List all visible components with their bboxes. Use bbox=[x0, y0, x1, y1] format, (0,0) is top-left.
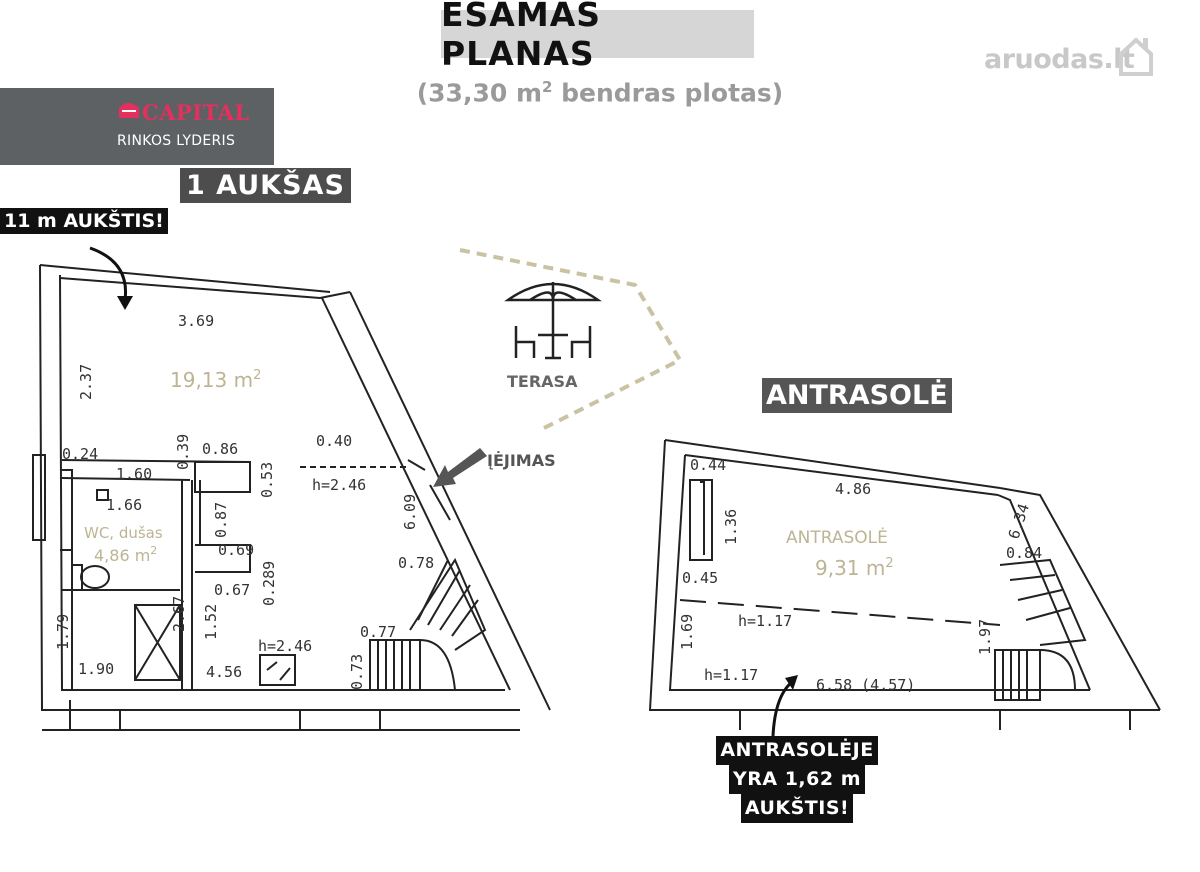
dim-label: 1.69 bbox=[678, 614, 696, 650]
dim-label: 6.58 (4.57) bbox=[816, 676, 915, 694]
dim-label: 1.52 bbox=[202, 604, 220, 640]
floor1-height-note: 11 m AUKŠTIS! bbox=[0, 208, 168, 234]
dim-label: 2.67 bbox=[170, 596, 188, 632]
floor1-dimensions: 3.69 2.37 0.24 0.39 0.86 0.40 1.60 0.53 … bbox=[54, 312, 434, 690]
dim-label: 4.86 bbox=[835, 480, 871, 498]
terrace-label: TERASA bbox=[507, 372, 578, 391]
dim-label: 0.24 bbox=[62, 445, 98, 463]
mezzanine-title: ANTRASOLĖ bbox=[762, 378, 952, 413]
dim-label: 3.69 bbox=[178, 312, 214, 330]
dim-label: 0.87 bbox=[212, 502, 230, 538]
dim-label: 1.97 bbox=[976, 619, 994, 655]
dim-label: 0.40 bbox=[316, 432, 352, 450]
mezzanine-arrow-icon bbox=[771, 680, 794, 737]
dim-label: 1.60 bbox=[116, 465, 152, 483]
wc-area: 4,86 m2 bbox=[94, 544, 157, 565]
dim-label: 0.86 bbox=[202, 440, 238, 458]
total-area-subtitle: (33,30 m2 bendras plotas) bbox=[416, 78, 784, 108]
callout-line-1: ANTRASOLĖJE bbox=[716, 736, 878, 765]
dim-label: 0.45 bbox=[682, 569, 718, 587]
dim-label: 1.36 bbox=[722, 509, 740, 545]
brand-logo-icon bbox=[119, 103, 139, 118]
callout-line-3: AUKŠTIS! bbox=[740, 794, 854, 823]
dim-label: 1.79 bbox=[54, 614, 72, 650]
dim-label: 0.39 bbox=[174, 434, 192, 470]
mezzanine-walls bbox=[648, 439, 1161, 730]
floor1-title: 1 AUKŠAS bbox=[180, 168, 351, 203]
brand-name: CAPITAL bbox=[142, 100, 250, 125]
dim-label: 0.44 bbox=[690, 456, 726, 474]
dim-label: h=2.46 bbox=[258, 637, 312, 655]
wc-label: WC, dušas bbox=[84, 524, 163, 542]
entrance-label: ĮĖJIMAS bbox=[487, 451, 556, 470]
dim-label: 0.78 bbox=[398, 554, 434, 572]
dim-label: 1.90 bbox=[78, 660, 114, 678]
dim-label: 0.69 bbox=[218, 541, 254, 559]
dim-label: 0.289 bbox=[260, 561, 278, 606]
callout-line-2: YRA 1,62 m bbox=[729, 765, 865, 794]
dim-label: 1.66 bbox=[106, 496, 142, 514]
dim-label: 0.77 bbox=[360, 623, 396, 641]
dim-label: 4.56 bbox=[206, 663, 242, 681]
brand-banner bbox=[0, 88, 274, 165]
main-room-area: 19,13 m2 bbox=[170, 368, 261, 392]
dim-label: 6.09 bbox=[401, 494, 419, 530]
dim-label: 2.37 bbox=[77, 364, 95, 400]
dim-label: 6.34 bbox=[1005, 501, 1033, 541]
dim-label: h=1.17 bbox=[738, 612, 792, 630]
mezzanine-height-callout: ANTRASOLĖJE YRA 1,62 m AUKŠTIS! bbox=[712, 736, 882, 823]
dim-label: 0.67 bbox=[214, 581, 250, 599]
house-logo-icon bbox=[1119, 37, 1153, 76]
dim-label: 0.84 bbox=[1006, 544, 1042, 562]
brand-tagline: RINKOS LYDERIS bbox=[117, 133, 236, 149]
terrace-outline bbox=[459, 248, 683, 432]
floor1-walls bbox=[32, 264, 551, 731]
mezzanine-dimensions: 0.44 4.86 6.34 1.36 0.84 0.45 h=1.17 1.9… bbox=[678, 456, 1042, 694]
mezzanine-room-area: 9,31 m2 bbox=[815, 556, 894, 580]
mezzanine-room-label: ANTRASOLĖ bbox=[786, 527, 888, 548]
entrance-arrow-icon bbox=[433, 448, 487, 487]
dim-label: h=1.17 bbox=[704, 666, 758, 684]
terrace-umbrella-icon bbox=[504, 282, 602, 360]
dim-label: 0.73 bbox=[348, 654, 366, 690]
aruodas-watermark: aruodas.lt bbox=[984, 44, 1135, 75]
dim-label: 0.53 bbox=[258, 462, 276, 498]
height-arrow-icon bbox=[89, 246, 128, 301]
dim-label: h=2.46 bbox=[312, 476, 366, 494]
